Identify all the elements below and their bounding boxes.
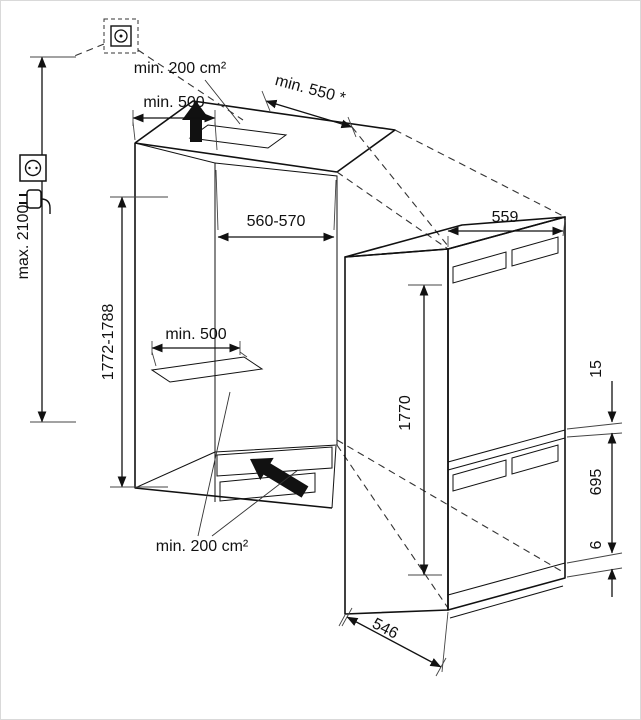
lower-door-grille (452, 459, 507, 492)
dimensions (30, 56, 623, 677)
upper-door-grille (511, 236, 559, 267)
label-top-vent-width: min. 500 (143, 94, 204, 111)
plinth-vent-upper (216, 446, 333, 477)
label-floor-vent-width: min. 500 (165, 326, 226, 343)
lower-door-bottom-edge (447, 562, 566, 596)
appliance (344, 216, 566, 619)
top-vent-leader (204, 79, 241, 125)
label-niche-height: 1772-1788 (100, 304, 117, 381)
label-niche-width: 560-570 (247, 213, 306, 230)
label-top-vent-area: min. 200 cm² (134, 60, 227, 77)
bottom-vent-leader-1 (197, 391, 231, 537)
airflow-plinth-arrow (250, 457, 309, 498)
label-appliance-height: 1770 (397, 395, 414, 431)
label-bottom-gap: 6 (588, 540, 605, 549)
niche (134, 79, 396, 537)
door-gap-top (447, 429, 566, 463)
wall-spacer-icon (103, 18, 139, 54)
projection-lines (71, 43, 566, 609)
bottom-vent-leader-2 (211, 469, 299, 537)
lower-door-grille (511, 444, 559, 475)
icons (19, 18, 139, 214)
floor-vent-cutout (150, 356, 264, 383)
label-upper-gap: 15 (588, 360, 605, 378)
label-lower-door-height: 695 (588, 469, 605, 496)
door-gap-bottom (447, 437, 566, 471)
niche-plinth-right-edge (331, 445, 337, 509)
label-max-total-height: max. 2100 (15, 205, 32, 280)
label-appliance-width: 559 (492, 209, 519, 226)
upper-door-grille (452, 251, 507, 284)
niche-front-bottom-edge (134, 487, 333, 509)
appliance-plinth-line (449, 585, 564, 619)
mains-plug-icon (19, 189, 51, 214)
niche-front-top-edge (134, 142, 338, 173)
label-bottom-vent-area: min. 200 cm² (156, 538, 249, 555)
power-socket-icon (19, 154, 47, 182)
